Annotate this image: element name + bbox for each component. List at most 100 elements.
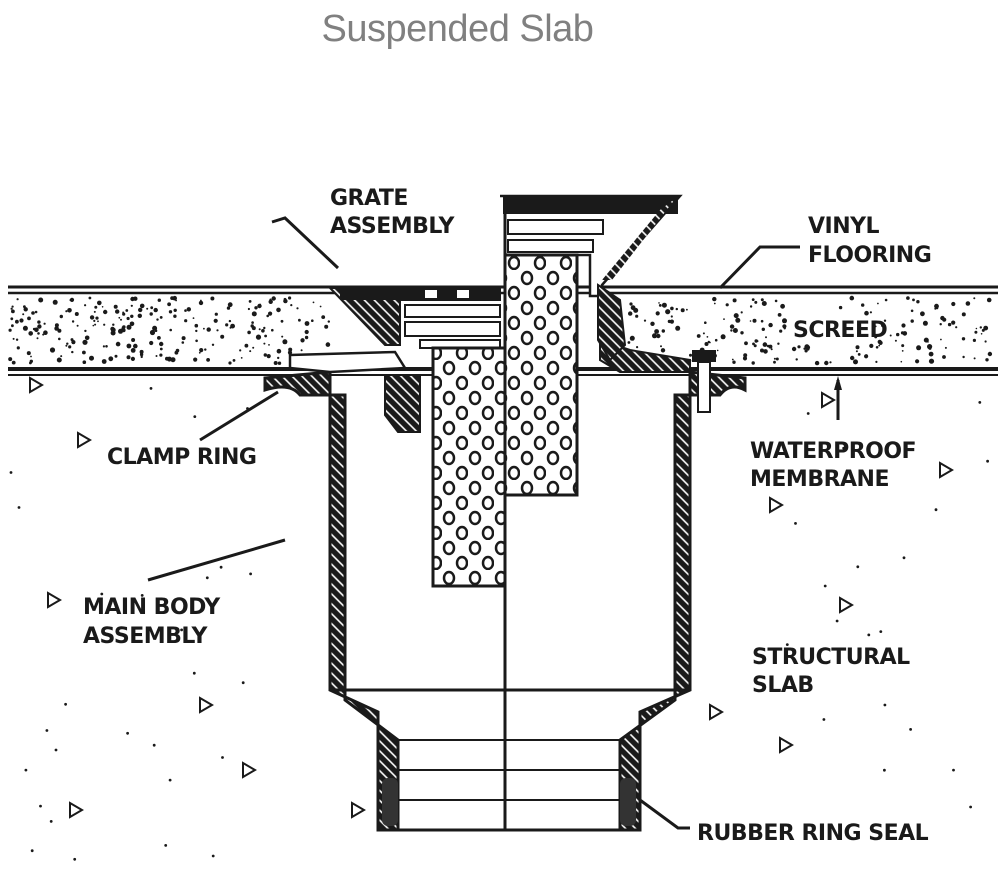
aggregate-triangle <box>77 431 92 449</box>
aggregate-dot <box>139 352 144 357</box>
aggregate-dot <box>283 297 287 301</box>
aggregate-dot <box>760 348 764 353</box>
aggregate-dot <box>65 310 68 313</box>
aggregate-dot <box>140 355 143 359</box>
aggregate-dot <box>64 702 67 706</box>
aggregate-dot <box>732 360 736 364</box>
aggregate-dot <box>900 360 903 363</box>
aggregate-dot <box>290 304 293 307</box>
aggregate-dot <box>76 324 79 327</box>
aggregate-dot <box>11 360 16 365</box>
main-body-leader <box>147 538 286 582</box>
aggregate-dot <box>288 296 292 300</box>
aggregate-dot <box>54 748 58 752</box>
aggregate-dot <box>58 337 61 341</box>
aggregate-dot <box>195 339 198 343</box>
aggregate-dot <box>138 307 143 313</box>
aggregate-dot <box>878 344 881 347</box>
aggregate-dot <box>157 336 161 340</box>
aggregate-dot <box>680 308 685 313</box>
aggregate-dot <box>869 343 874 348</box>
aggregate-dot <box>68 345 72 349</box>
aggregate-dot <box>213 318 218 323</box>
aggregate-dot <box>753 344 757 348</box>
aggregate-dot <box>126 316 130 321</box>
label-clamp-ring: CLAMP RING <box>107 445 257 470</box>
aggregate-dot <box>910 309 914 313</box>
aggregate-dot <box>325 342 331 347</box>
aggregate-dot <box>73 857 77 861</box>
aggregate-dot <box>129 321 135 327</box>
aggregate-dot <box>166 356 172 362</box>
aggregate-dot <box>804 349 808 353</box>
aggregate-dot <box>241 681 245 685</box>
aggregate-dot <box>658 302 660 304</box>
aggregate-dot <box>131 338 136 342</box>
aggregate-dot <box>910 319 914 323</box>
aggregate-dot <box>782 318 787 324</box>
aggregate-dot <box>93 319 96 322</box>
aggregate-dot <box>37 320 41 324</box>
aggregate-dot <box>287 350 293 355</box>
aggregate-dot <box>146 307 149 310</box>
aggregate-dot <box>823 584 827 588</box>
aggregate-dot <box>105 345 108 348</box>
aggregate-dot <box>206 358 211 362</box>
aggregate-dot <box>268 311 273 316</box>
main-body <box>263 370 747 832</box>
aggregate-dot <box>732 328 738 333</box>
aggregate-dot <box>980 333 983 335</box>
aggregate-dot <box>752 318 757 323</box>
aggregate-dot <box>159 316 163 319</box>
aggregate-dot <box>66 342 69 345</box>
aggregate-dot <box>240 357 243 359</box>
aggregate-dot <box>775 357 779 361</box>
aggregate-dot <box>751 361 755 365</box>
aggregate-dot <box>184 309 187 312</box>
aggregate-dot <box>973 297 976 300</box>
aggregate-triangle <box>242 761 257 779</box>
aggregate-dot <box>761 327 765 331</box>
aggregate-dot <box>263 326 266 330</box>
aggregate-dot <box>849 295 855 301</box>
label-line: FLOORING <box>808 243 931 268</box>
aggregate-dot <box>57 328 62 333</box>
grate-assembly <box>327 194 683 362</box>
aggregate-dot <box>247 330 251 335</box>
aggregate-dot <box>783 327 786 330</box>
aggregate-dot <box>19 318 24 323</box>
aggregate-dot <box>779 329 783 333</box>
aggregate-dot <box>156 318 159 321</box>
aggregate-dot <box>883 703 887 707</box>
aggregate-dot <box>733 313 739 319</box>
aggregate-dot <box>172 295 177 301</box>
aggregate-dot <box>280 319 284 323</box>
aggregate-dot <box>791 346 797 352</box>
aggregate-dot <box>752 342 755 346</box>
aggregate-dot <box>271 296 276 301</box>
aggregate-dot <box>288 347 293 352</box>
aggregate-dot <box>861 303 865 307</box>
aggregate-dot <box>95 316 99 320</box>
aggregate-dot <box>263 353 267 357</box>
aggregate-dot <box>277 356 280 360</box>
aggregate-dot <box>321 315 326 319</box>
aggregate-dot <box>901 344 905 348</box>
aggregate-dot <box>643 319 647 322</box>
aggregate-dot <box>867 633 871 637</box>
aggregate-dot <box>93 310 96 313</box>
aggregate-dot <box>249 572 253 576</box>
label-line: SCREED <box>793 318 887 343</box>
aggregate-dot <box>922 320 928 326</box>
aggregate-dot <box>855 345 860 350</box>
aggregate-dot <box>934 303 939 309</box>
aggregate-dot <box>118 328 123 334</box>
aggregate-dot <box>955 326 958 329</box>
aggregate-dot <box>126 343 132 349</box>
aggregate-dot <box>125 309 129 312</box>
aggregate-dot <box>16 346 20 350</box>
aggregate-dot <box>934 307 937 310</box>
aggregate-dot <box>824 360 829 366</box>
aggregate-dot <box>853 359 858 365</box>
aggregate-dot <box>760 319 764 323</box>
